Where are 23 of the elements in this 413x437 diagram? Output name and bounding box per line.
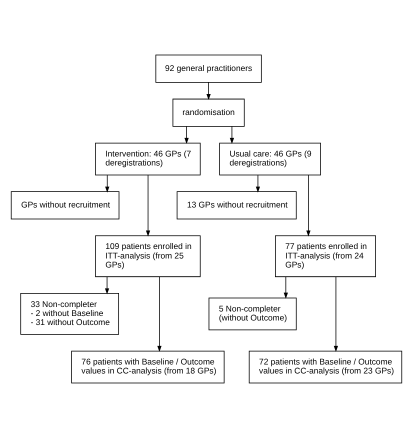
arrow <box>284 276 288 298</box>
arrow <box>256 174 260 192</box>
node-box: 33 Non-completer - 2 without Baseline - 31 without Outcome <box>20 292 120 334</box>
arrow <box>104 276 110 294</box>
node-box: 92 general practitioners <box>155 54 262 82</box>
node-box: GPs without recruitment <box>10 190 120 219</box>
arrow <box>105 174 110 192</box>
node-box: Intervention: 46 GPs (7 deregistrations) <box>95 142 201 175</box>
arrow <box>334 276 338 352</box>
node-box: 109 patients enrolled in ITT-analysis (from 25 GPs) <box>95 234 201 277</box>
node-box: 76 patients with Baseline / Outcome values in CC-analysis (from 18 GPs) <box>71 350 225 383</box>
arrow <box>230 126 234 144</box>
arrow <box>157 276 162 352</box>
arrow <box>146 174 150 236</box>
arrow <box>206 82 211 100</box>
node-box: Usual care: 46 GPs (9 deregistrations) <box>219 142 321 175</box>
node-box: 5 Non-completer (without Outcome) <box>208 297 297 330</box>
arrow <box>306 174 311 236</box>
arrow <box>184 126 189 144</box>
node-box: 13 GPs without recruitment <box>176 190 297 219</box>
node-box: randomisation <box>172 98 245 126</box>
node-box: 72 patients with Baseline / Outcome values in CC-analysis (from 23 GPs) <box>248 350 402 383</box>
node-box: 77 patients enrolled in ITT-analysis (from 24 GPs) <box>275 234 376 277</box>
